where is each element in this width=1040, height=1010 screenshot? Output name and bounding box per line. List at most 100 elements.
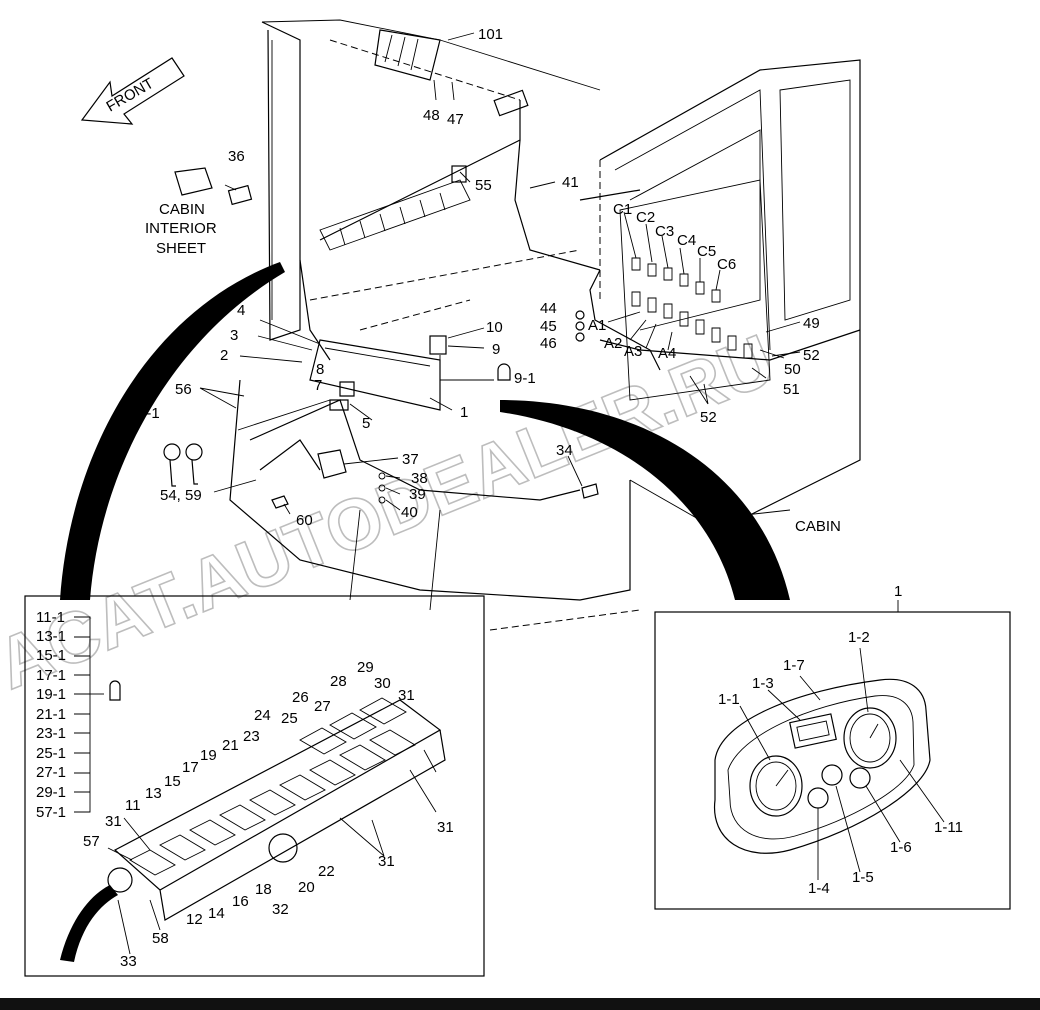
sp-callout-28: 28: [330, 673, 347, 690]
sp-callout-31d: 31: [378, 853, 395, 870]
callout-45: 45: [540, 318, 557, 335]
list-19-1: 19-1: [36, 686, 66, 703]
sp-callout-19: 19: [200, 747, 217, 764]
ignition-keys: [163, 443, 203, 487]
sp-callout-30: 30: [374, 675, 391, 692]
cl-callout-1-11: 1-11: [934, 819, 963, 836]
callout-38: 38: [411, 470, 428, 487]
cl-callout-1-7: 1-7: [783, 657, 805, 674]
watermark-text: ACAT.AUTODEALER.RU: [0, 320, 785, 705]
sp-callout-23: 23: [243, 728, 260, 745]
cabin-frame: [229, 19, 861, 631]
sp-callout-12: 12: [186, 911, 203, 928]
callout-3: 3: [230, 327, 238, 344]
callout-52b: 52: [700, 409, 717, 426]
callout-52a: 52: [803, 347, 820, 364]
sp-callout-31c: 31: [437, 819, 454, 836]
list-25-1: 25-1: [36, 745, 66, 762]
front-arrow-label: FRONT: [104, 75, 157, 116]
list-21-1: 21-1: [36, 706, 66, 723]
sp-callout-57: 57: [83, 833, 100, 850]
main-part-labels: 101 48 47 36 55 41 C1 C2 C3 C4 C5 C6 4 1…: [138, 26, 841, 535]
switch-panel-inset: [24, 595, 485, 977]
sp-callout-29: 29: [357, 659, 374, 676]
sp-callout-27: 27: [314, 698, 331, 715]
list-15-1: 15-1: [36, 647, 66, 664]
sp-callout-11: 11: [125, 797, 141, 814]
list-57-1: 57-1: [36, 804, 66, 821]
callout-4: 4: [237, 302, 245, 319]
list-11-1: 11-1: [36, 609, 65, 626]
sp-callout-17: 17: [182, 759, 199, 776]
callout-50: 50: [784, 361, 801, 378]
callout-8: 8: [316, 361, 324, 378]
callout-48: 48: [423, 107, 440, 124]
leader-lines: [199, 32, 801, 515]
note-cabin: CABIN: [795, 518, 841, 535]
cluster-callouts: 1-2 1-7 1-1 1-3 1-11 1-6 1-5 1-4: [718, 629, 963, 897]
callout-101: 101: [478, 26, 503, 43]
callout-47: 47: [447, 111, 464, 128]
sp-callout-15: 15: [164, 773, 181, 790]
note-cabin-interior-line2: INTERIOR: [145, 220, 217, 237]
callout-9: 9: [492, 341, 500, 358]
sp-callout-33: 33: [120, 953, 137, 970]
sp-callout-16: 16: [232, 893, 249, 910]
wiring-harness: [249, 100, 661, 501]
switch-panel-list-labels: 11-1 13-1 15-1 17-1 19-1 21-1 23-1 25-1 …: [36, 609, 66, 821]
front-arrow: FRONT: [80, 57, 185, 125]
sp-callout-24: 24: [254, 707, 271, 724]
sp-callout-13: 13: [145, 785, 162, 802]
callout-51: 51: [783, 381, 800, 398]
list-23-1: 23-1: [36, 725, 66, 742]
sp-callout-21: 21: [222, 737, 239, 754]
sp-callout-22: 22: [318, 863, 335, 880]
callout-54-59: 54, 59: [160, 487, 202, 504]
sp-callout-58: 58: [152, 930, 169, 947]
harness-curves: [60, 262, 790, 600]
cl-callout-1-1: 1-1: [718, 691, 740, 708]
note-cabin-interior-line1: CABIN: [159, 201, 205, 218]
callout-C5: C5: [697, 243, 716, 260]
sp-callout-26: 26: [292, 689, 309, 706]
callout-C3: C3: [655, 223, 674, 240]
callout-7: 7: [314, 377, 322, 394]
callout-5-1: 5-1: [138, 405, 160, 422]
cl-callout-1-5: 1-5: [852, 869, 874, 886]
callout-56: 56: [175, 381, 192, 398]
list-13-1: 13-1: [36, 628, 66, 645]
callout-C1: C1: [613, 201, 632, 218]
switch-panel-callouts: 29 28 30 26 27 31 24 25 19 21 23 17 15 1…: [83, 659, 454, 970]
instrument-cluster-inset: 1: [654, 583, 1011, 910]
callout-60: 60: [296, 512, 313, 529]
callout-36: 36: [228, 148, 245, 165]
sp-callout-25: 25: [281, 710, 298, 727]
callout-C6: C6: [717, 256, 736, 273]
callout-41: 41: [562, 174, 579, 191]
callout-10: 10: [486, 319, 503, 336]
cl-callout-1-3: 1-3: [752, 675, 774, 692]
cl-callout-1-6: 1-6: [890, 839, 912, 856]
list-29-1: 29-1: [36, 784, 66, 801]
callout-C2: C2: [636, 209, 655, 226]
callout-55: 55: [475, 177, 492, 194]
sp-callout-14: 14: [208, 905, 225, 922]
callout-40: 40: [401, 504, 418, 521]
list-17-1: 17-1: [36, 667, 66, 684]
callout-37: 37: [402, 451, 419, 468]
callout-46: 46: [540, 335, 557, 352]
callout-C4: C4: [677, 232, 696, 249]
list-27-1: 27-1: [36, 764, 66, 781]
callout-A2: A2: [604, 335, 622, 352]
sp-callout-20: 20: [298, 879, 315, 896]
cl-callout-1-2: 1-2: [848, 629, 870, 646]
callout-39: 39: [409, 486, 426, 503]
callout-A4: A4: [658, 345, 676, 362]
callout-A1: A1: [588, 317, 606, 334]
callout-49: 49: [803, 315, 820, 332]
sp-callout-31a: 31: [398, 687, 415, 704]
bottom-border-bar: [0, 998, 1040, 1010]
sp-callout-32: 32: [272, 901, 289, 918]
callout-2: 2: [220, 347, 228, 364]
